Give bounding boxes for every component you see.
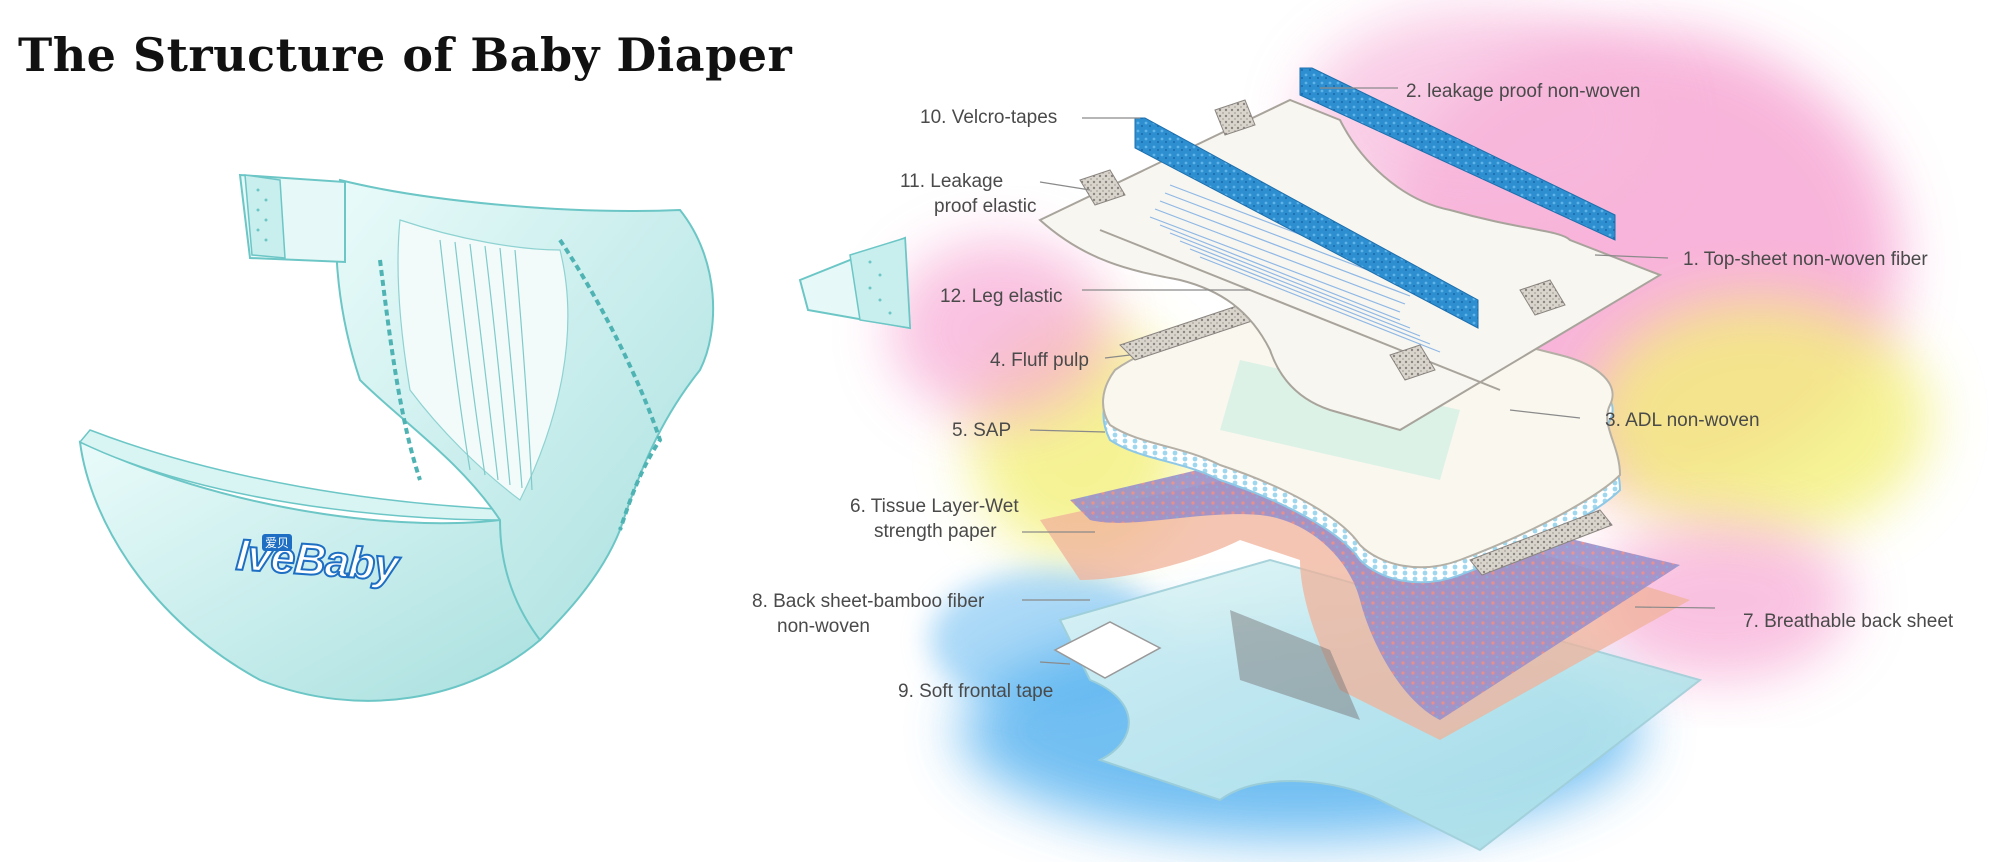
- exploded-layers: [1038, 67, 1703, 852]
- label-leakage-proof-elastic-line2: proof elastic: [934, 196, 1037, 217]
- label-leg-elastic: 12. Leg elastic: [940, 286, 1063, 307]
- label-back-sheet: 8. Back sheet-bamboo fiber: [752, 591, 985, 612]
- leakage-proof-strip-1: [1299, 67, 1616, 241]
- label-adl-non-woven: 3. ADL non-woven: [1605, 410, 1760, 431]
- label-sap: 5. SAP: [952, 420, 1012, 441]
- assembled-diaper: [78, 173, 912, 702]
- tissue-layer: [1070, 460, 1680, 720]
- label-breathable-back-sheet: 7. Breathable back sheet: [1743, 611, 1954, 632]
- label-leakage-proof-elastic: 11. Leakage: [900, 171, 1004, 192]
- leakage-proof-strip-2: [1134, 117, 1479, 329]
- label-tissue-layer: 6. Tissue Layer-Wet: [850, 496, 1019, 517]
- label-tissue-layer-line2: strength paper: [874, 521, 997, 542]
- label-velcro-tapes: 10. Velcro-tapes: [920, 107, 1058, 128]
- brand-badge: 爱贝: [262, 534, 293, 551]
- label-fluff-pulp: 4. Fluff pulp: [990, 350, 1089, 371]
- label-top-sheet: 1. Top-sheet non-woven fiber: [1683, 249, 1928, 270]
- top-sheet-layer: [1038, 98, 1663, 432]
- soft-frontal-tape: [1053, 621, 1162, 679]
- label-soft-frontal-tape: 9. Soft frontal tape: [898, 681, 1054, 702]
- label-leakage-proof-non-woven: 2. leakage proof non-woven: [1406, 81, 1641, 102]
- label-back-sheet-line2: non-woven: [777, 616, 870, 637]
- leader-lines: [1022, 87, 1716, 665]
- diagram-title: The Structure of Baby Diaper: [18, 28, 793, 82]
